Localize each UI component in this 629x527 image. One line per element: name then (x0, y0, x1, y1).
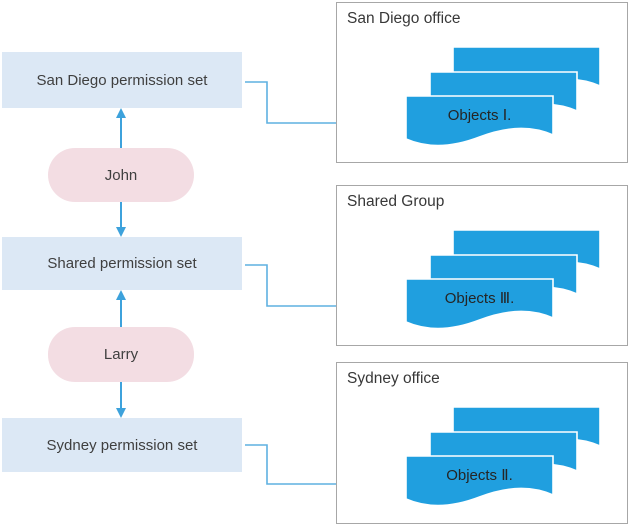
permission-set-shared: Shared permission set (2, 237, 242, 290)
document-icon (405, 278, 554, 330)
document-stack: Objects Ⅱ. (337, 363, 627, 523)
document-icon (405, 95, 554, 147)
permission-set-label: San Diego permission set (36, 71, 208, 89)
user-label: Larry (103, 346, 139, 363)
permission-set-label: Sydney permission set (46, 436, 198, 454)
objects-label: Objects Ⅰ. (447, 107, 512, 124)
arrowhead-up-icon (116, 108, 126, 118)
permission-set-label: Shared permission set (47, 255, 197, 272)
group-title: San Diego office (347, 10, 461, 27)
user-capsule-john: John (48, 148, 194, 202)
arrowhead-down-icon (116, 408, 126, 418)
arrowhead-up-icon (116, 290, 126, 300)
group-title: Shared Group (347, 193, 445, 210)
user-capsule-larry: Larry (48, 327, 194, 382)
document-stack: Objects Ⅰ. (337, 3, 627, 162)
group-title: Sydney office (347, 370, 440, 387)
arrow-john-to-shared-set (116, 202, 126, 237)
permission-set-san-diego: San Diego permission set (2, 52, 242, 108)
document-icon (405, 455, 554, 507)
objects-label: Objects Ⅱ. (446, 467, 513, 484)
document-stack: Objects Ⅲ. (337, 186, 627, 345)
arrow-john-to-sandiego-set (116, 108, 126, 148)
arrow-larry-to-shared-set (116, 290, 126, 327)
group-box-san-diego-office: San Diego office Objects Ⅰ. (336, 2, 628, 163)
user-label: John (104, 166, 138, 184)
objects-label: Objects Ⅲ. (444, 290, 515, 307)
group-box-sydney-office: Sydney office Objects Ⅱ. (336, 362, 628, 524)
arrow-larry-to-sydney-set (116, 382, 126, 418)
permission-set-sydney: Sydney permission set (2, 418, 242, 472)
group-box-shared-group: Shared Group Objects Ⅲ. (336, 185, 628, 346)
arrowhead-down-icon (116, 227, 126, 237)
